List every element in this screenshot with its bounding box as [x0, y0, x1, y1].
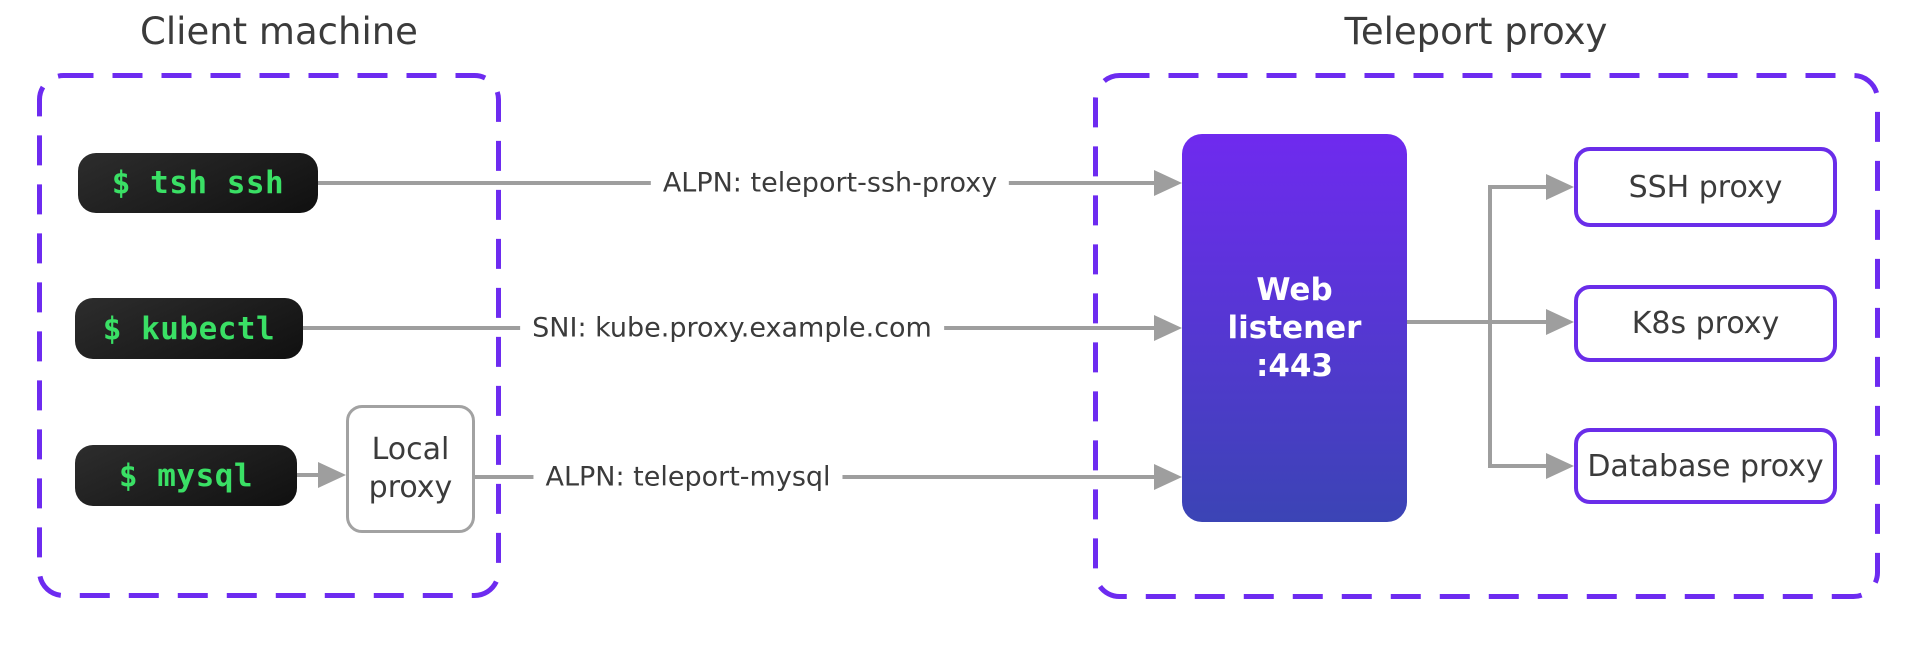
client-group-title: Client machine	[140, 10, 418, 53]
terminal-pill-tsh-ssh: $ tsh ssh	[78, 153, 318, 213]
terminal-command: $ kubectl	[102, 310, 276, 347]
web-listener-port: :443	[1255, 348, 1334, 384]
terminal-command: $ mysql	[118, 457, 254, 494]
teleport-group-border	[1093, 73, 1880, 599]
database-proxy-node: Database proxy	[1574, 428, 1837, 504]
connection-label-kube: SNI: kube.proxy.example.com	[520, 312, 944, 344]
listener-fanout-lines	[1407, 174, 1574, 479]
connection-label-mysql: ALPN: teleport-mysql	[533, 461, 843, 493]
terminal-pill-kubectl: $ kubectl	[75, 298, 303, 359]
k8s-proxy-node: K8s proxy	[1574, 285, 1837, 362]
arrowhead-icon	[1154, 315, 1182, 341]
client-group-border	[37, 73, 501, 598]
connection-label-ssh: ALPN: teleport-ssh-proxy	[650, 167, 1010, 199]
terminal-command: $ tsh ssh	[111, 165, 285, 201]
local-proxy-label: Local proxy	[368, 432, 453, 505]
arrowhead-icon	[1154, 170, 1182, 196]
web-listener-label: Web listener	[1227, 272, 1362, 346]
local-proxy-node: Local proxy	[346, 405, 475, 533]
ssh-proxy-node: SSH proxy	[1574, 147, 1837, 227]
arrowhead-icon	[1546, 453, 1574, 479]
mysql-to-local-proxy-line	[297, 462, 346, 488]
proxy-label: K8s proxy	[1631, 306, 1780, 341]
terminal-pill-mysql: $ mysql	[75, 445, 297, 506]
arrowhead-icon	[1546, 309, 1574, 335]
teleport-group-title: Teleport proxy	[1344, 10, 1608, 53]
proxy-label: SSH proxy	[1628, 169, 1783, 205]
arrowhead-icon	[1546, 174, 1574, 200]
web-listener-node: Web listener :443	[1182, 134, 1407, 522]
arrowhead-icon	[318, 462, 346, 488]
proxy-label: Database proxy	[1587, 448, 1824, 484]
arrowhead-icon	[1154, 464, 1182, 490]
